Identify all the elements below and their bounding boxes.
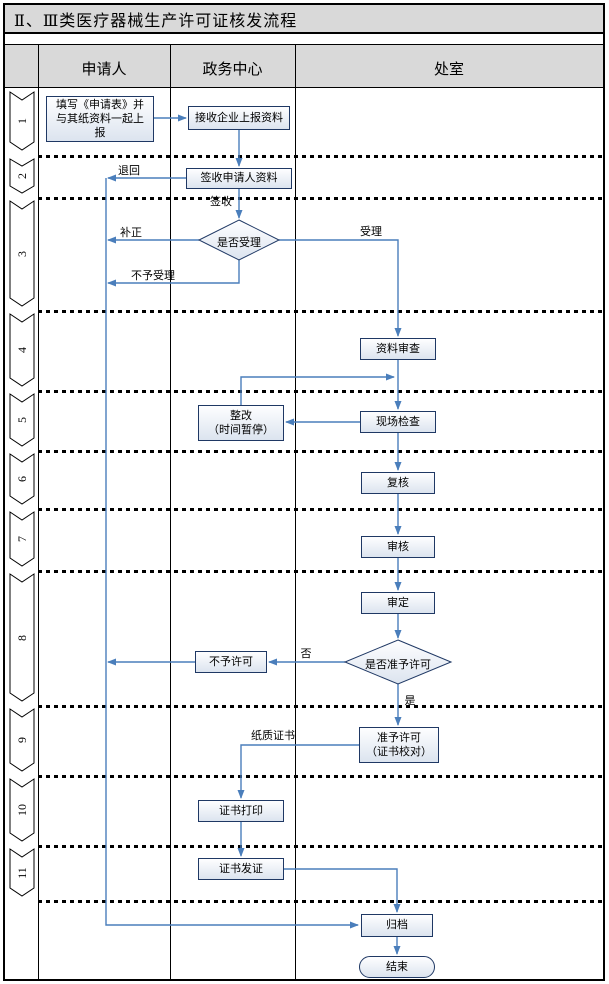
edge-label-accepted: 受理 xyxy=(360,226,382,238)
node-fill-form: 填写《申请表》并 与其纸资料一起上 报 xyxy=(46,96,154,142)
column-header-applicant: 申请人 xyxy=(81,62,127,78)
phase-divider-10 xyxy=(38,845,603,848)
lane-marker-3: 3 xyxy=(9,200,35,307)
header-band xyxy=(5,44,603,88)
rail-divider xyxy=(38,44,39,979)
edge-label-yes: 是 xyxy=(404,695,416,707)
node-end: 结束 xyxy=(359,956,435,978)
phase-divider-5 xyxy=(38,450,603,453)
lane-marker-2: 2 xyxy=(9,158,35,194)
lane-number: 5 xyxy=(15,417,29,423)
column-header-service-center: 政务中心 xyxy=(202,62,263,78)
page-title: Ⅱ、Ⅲ类医疗器械生产许可证核发流程 xyxy=(14,12,298,30)
lane-number: 10 xyxy=(15,804,29,816)
phase-divider-8 xyxy=(38,705,603,708)
decision-license-label: 是否准予许可 xyxy=(365,659,431,671)
lane-number: 2 xyxy=(15,173,29,179)
phase-divider-3 xyxy=(38,310,603,313)
lane-number: 7 xyxy=(15,536,29,542)
lane-number: 4 xyxy=(15,347,29,353)
decision-accept-label: 是否受理 xyxy=(217,237,261,249)
column-header-department: 处室 xyxy=(433,62,464,78)
lane-number: 6 xyxy=(15,476,29,482)
edge-label-not-accepted: 不予受理 xyxy=(131,270,175,282)
node-material-review: 资料审查 xyxy=(360,338,436,360)
lane-marker-11: 11 xyxy=(9,848,35,897)
phase-divider-4 xyxy=(38,390,603,393)
lane-marker-10: 10 xyxy=(9,778,35,842)
node-receive-materials: 接收企业上报资料 xyxy=(188,106,290,130)
node-deny-license: 不予许可 xyxy=(195,651,267,673)
node-grant-license: 准予许可 （证书校对） xyxy=(359,727,439,763)
phase-divider-2 xyxy=(38,197,603,200)
phase-divider-1 xyxy=(38,155,603,158)
lane-number: 1 xyxy=(15,118,29,124)
edge-label-sign: 签收 xyxy=(210,196,232,208)
edge-label-return: 退回 xyxy=(118,165,140,177)
edge-label-no: 否 xyxy=(300,648,312,660)
lane-marker-4: 4 xyxy=(9,313,35,387)
lane-marker-9: 9 xyxy=(9,708,35,772)
node-sign-for-materials: 签收申请人资料 xyxy=(186,168,292,189)
phase-divider-9 xyxy=(38,775,603,778)
phase-divider-6 xyxy=(38,508,603,511)
column-divider-1 xyxy=(170,44,171,979)
node-print-certificate: 证书打印 xyxy=(198,800,284,822)
node-archive: 归档 xyxy=(361,914,433,937)
lane-number: 9 xyxy=(15,737,29,743)
edge-label-correction: 补正 xyxy=(120,227,142,239)
node-recheck: 复核 xyxy=(361,472,435,494)
node-rectification: 整改 （时间暂停） xyxy=(198,405,284,441)
lane-marker-1: 1 xyxy=(9,91,35,151)
lane-number: 3 xyxy=(15,250,29,257)
lane-marker-6: 6 xyxy=(9,453,35,505)
phase-divider-11 xyxy=(38,900,603,903)
outer-frame xyxy=(3,3,605,981)
lane-number: 11 xyxy=(15,866,29,879)
lane-marker-5: 5 xyxy=(9,393,35,447)
lane-marker-7: 7 xyxy=(9,511,35,567)
node-final-review: 审定 xyxy=(361,592,435,614)
lane-number: 8 xyxy=(15,634,29,641)
column-divider-2 xyxy=(295,44,296,979)
node-site-inspection: 现场检查 xyxy=(360,411,436,433)
node-issue-certificate: 证书发证 xyxy=(198,858,284,880)
node-review: 审核 xyxy=(361,536,435,558)
lane-marker-8: 8 xyxy=(9,573,35,702)
edge-label-paper-cert: 纸质证书 xyxy=(251,730,295,742)
phase-divider-7 xyxy=(38,570,603,573)
title-bar: Ⅱ、Ⅲ类医疗器械生产许可证核发流程 xyxy=(5,5,603,34)
